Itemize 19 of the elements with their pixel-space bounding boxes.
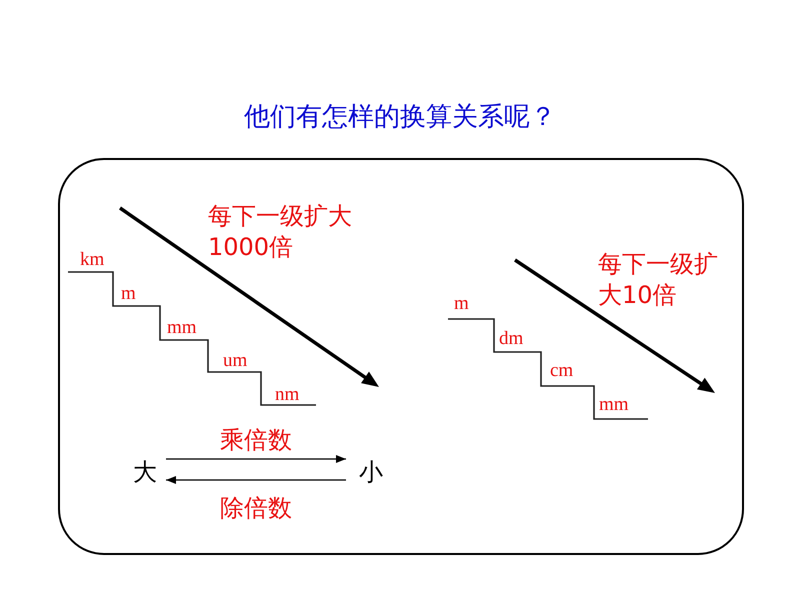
note-text: 每下一级扩大10倍: [598, 249, 719, 311]
unit-label: mm: [599, 395, 629, 415]
edge-label: 乘倍数: [220, 425, 292, 455]
unit-label: mm: [167, 318, 197, 338]
arrow: [166, 455, 346, 463]
arrow: [166, 476, 346, 484]
unit-label: um: [223, 351, 248, 371]
unit-label: dm: [499, 329, 524, 349]
unit-label: m: [454, 294, 469, 314]
unit-label: m: [121, 284, 136, 304]
note-text: 每下一级扩大1000倍: [208, 201, 353, 263]
end-label: 小: [354, 457, 388, 487]
unit-label: km: [80, 250, 104, 270]
title: 他们有怎样的换算关系呢？: [244, 101, 556, 133]
unit-label: cm: [550, 361, 574, 381]
edge-label: 除倍数: [220, 493, 292, 523]
end-label: 大: [128, 457, 162, 487]
rounded-panel: [58, 158, 744, 555]
unit-label: nm: [275, 385, 300, 405]
